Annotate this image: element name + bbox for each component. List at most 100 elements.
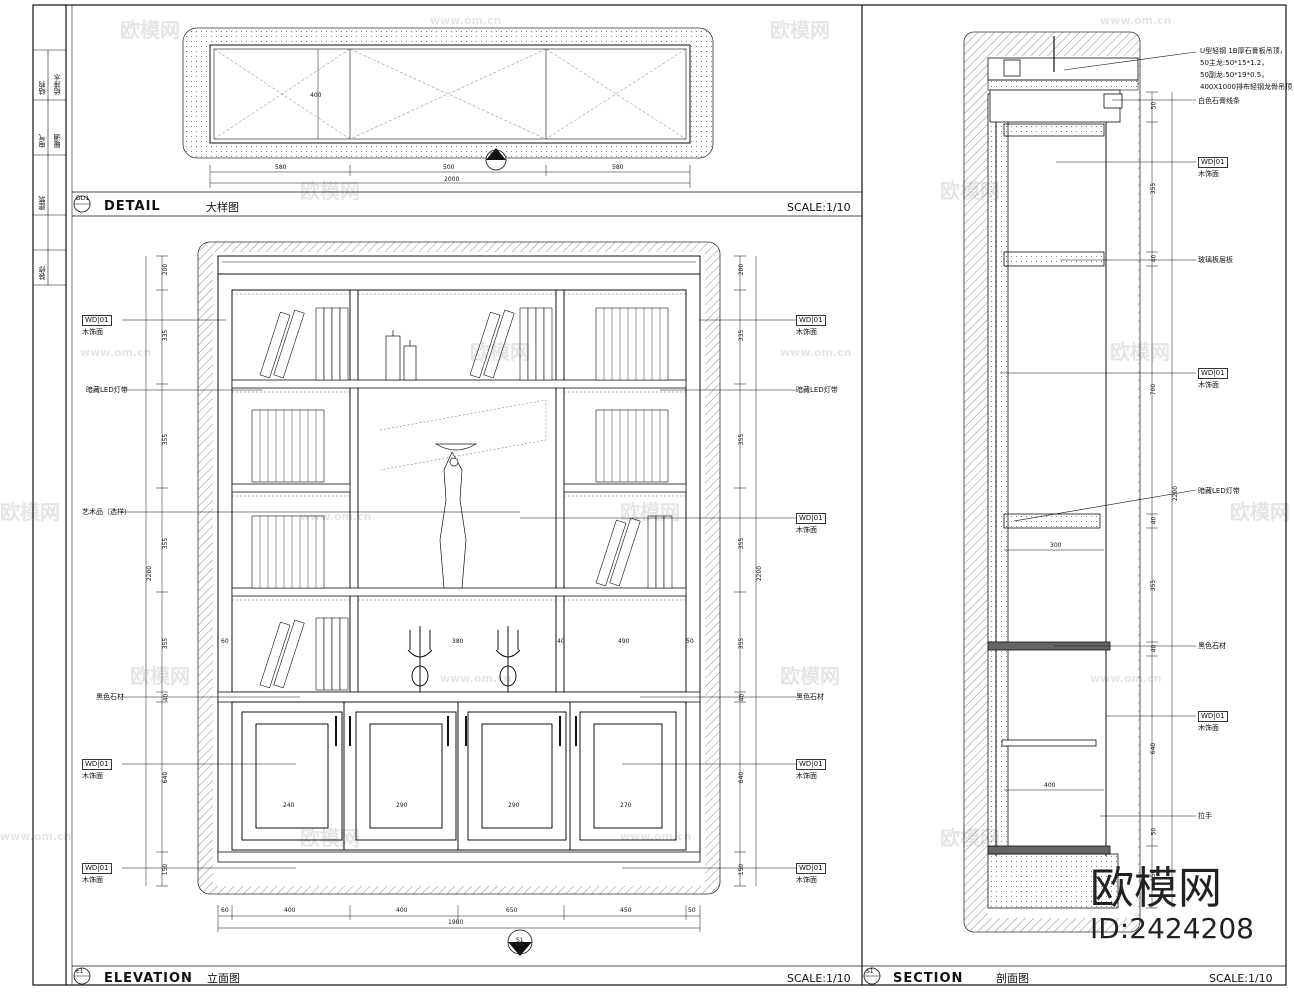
elev-label-l6: 木饰面 bbox=[82, 876, 103, 884]
elev-label-l5: 木饰面 bbox=[82, 772, 103, 780]
elev-tag-r1: WD|01 bbox=[796, 315, 826, 326]
elev-dim-r1: 200 bbox=[738, 263, 746, 276]
elev-tag-l5: WD|01 bbox=[82, 759, 112, 770]
tag-code: WD bbox=[799, 316, 812, 324]
elev-tag-r3: WD|01 bbox=[796, 513, 826, 524]
elev-label-l4: 黑色石材 bbox=[96, 693, 124, 701]
elev-dim-l2: 335 bbox=[162, 329, 170, 342]
tag-num: 01 bbox=[99, 760, 109, 768]
section-code: S1 bbox=[866, 968, 874, 975]
sidebar-cell-2: 给排水 bbox=[53, 74, 61, 95]
tag-code: WD bbox=[1201, 712, 1214, 720]
elevation-title-cn: 立面图 bbox=[207, 972, 240, 985]
section-note-3: 50副龙:50*19*0.5， bbox=[1200, 71, 1269, 79]
section-scale: SCALE:1/10 bbox=[1209, 972, 1273, 985]
tag-code: WD bbox=[799, 760, 812, 768]
brand-logo-text: 欧模网 bbox=[1090, 863, 1222, 914]
detail-dim-side: 400 bbox=[310, 92, 322, 99]
elev-inner-dim-3: 40 bbox=[557, 638, 565, 645]
sidebar-table bbox=[33, 49, 66, 286]
tag-code: WD bbox=[85, 760, 98, 768]
elev-dim-b2: 400 bbox=[284, 907, 296, 914]
elev-dim-l1: 200 bbox=[162, 263, 170, 276]
section-title-cn: 剖面图 bbox=[996, 972, 1029, 985]
section-label-7: 木饰面 bbox=[1198, 724, 1219, 732]
detail-dim-2: 500 bbox=[443, 164, 455, 171]
elev-dim-b1: 60 bbox=[221, 907, 229, 914]
elevation-code: E1 bbox=[76, 968, 84, 975]
tag-num: 01 bbox=[813, 760, 823, 768]
detail-scale: SCALE:1/10 bbox=[787, 201, 851, 214]
detail-dim-total: 2000 bbox=[444, 176, 460, 183]
sec-dim-8: 640 bbox=[1150, 742, 1158, 755]
section-label-3: 玻璃板层板 bbox=[1198, 256, 1233, 264]
tag-num: 01 bbox=[813, 864, 823, 872]
sidebar-cell-6: 装修 bbox=[38, 266, 46, 280]
sec-dim-5: 40 bbox=[1150, 516, 1158, 525]
tag-num: 01 bbox=[1215, 158, 1225, 166]
elev-door-dim-3: 290 bbox=[508, 802, 520, 809]
tag-num: 01 bbox=[813, 514, 823, 522]
elev-dim-b6: 50 bbox=[688, 907, 696, 914]
sidebar-cell-3: 电气 bbox=[38, 134, 46, 148]
sidebar-cell-5: 建筑 bbox=[38, 196, 46, 210]
tag-num: 01 bbox=[99, 316, 109, 324]
elev-dim-l5: 355 bbox=[162, 637, 170, 650]
elev-label-r4: 黑色石材 bbox=[796, 693, 824, 701]
section-tag-7: WD|01 bbox=[1198, 711, 1228, 722]
detail-plan bbox=[182, 27, 714, 188]
elev-dim-r3: 355 bbox=[738, 433, 746, 446]
elev-label-r1: 木饰面 bbox=[796, 328, 817, 336]
sec-dim-1: 50 bbox=[1150, 101, 1158, 110]
detail-marker: E1 bbox=[490, 152, 498, 159]
elev-label-l1: 木饰面 bbox=[82, 328, 103, 336]
section-label-1: 白色石膏线条 bbox=[1198, 97, 1240, 105]
elev-tag-l1: WD|01 bbox=[82, 315, 112, 326]
elev-label-l2: 暗藏LED灯带 bbox=[86, 386, 128, 394]
section-title-en: SECTION bbox=[893, 971, 964, 986]
section-label-5: 暗藏LED灯带 bbox=[1198, 487, 1240, 495]
detail-title-en: DETAIL bbox=[104, 199, 161, 214]
elev-dim-l7: 640 bbox=[162, 771, 170, 784]
elev-dim-l8: 150 bbox=[162, 863, 170, 876]
section-label-4: 木饰面 bbox=[1198, 381, 1219, 389]
section-tag-2: WD|01 bbox=[1198, 157, 1228, 168]
elev-inner-dim-5: 50 bbox=[686, 638, 694, 645]
section-note-2: 50主龙:50*15*1.2， bbox=[1200, 59, 1269, 67]
section-label-6: 黑色石材 bbox=[1198, 642, 1226, 650]
elev-dim-l6: 40 bbox=[162, 693, 170, 702]
elev-dim-r7: 640 bbox=[738, 771, 746, 784]
elevation-title-en: ELEVATION bbox=[104, 971, 193, 986]
brand-id: ID:2424208 bbox=[1090, 912, 1254, 945]
elev-tag-l6: WD|01 bbox=[82, 863, 112, 874]
sidebar-cell-1: 结构 bbox=[38, 81, 46, 95]
elev-label-r6: 木饰面 bbox=[796, 876, 817, 884]
tag-code: WD bbox=[85, 316, 98, 324]
sec-dim-shelf: 300 bbox=[1050, 542, 1062, 549]
elev-inner-dim-1: 60 bbox=[221, 638, 229, 645]
section-tag-4: WD|01 bbox=[1198, 368, 1228, 379]
sec-dim-base: 400 bbox=[1044, 782, 1056, 789]
tag-code: WD bbox=[85, 864, 98, 872]
elev-dim-b3: 400 bbox=[396, 907, 408, 914]
elev-dim-l4: 355 bbox=[162, 537, 170, 550]
tag-code: WD bbox=[1201, 158, 1214, 166]
elev-label-l3: 艺术品（选样） bbox=[82, 508, 131, 516]
elev-dim-r4: 355 bbox=[738, 537, 746, 550]
elev-dim-b4: 650 bbox=[506, 907, 518, 914]
elev-door-dim-2: 290 bbox=[396, 802, 408, 809]
detail-code: DD1 bbox=[76, 195, 90, 202]
elev-tag-r5: WD|01 bbox=[796, 759, 826, 770]
sec-dim-2: 355 bbox=[1150, 182, 1158, 195]
elev-inner-dim-4: 490 bbox=[618, 638, 630, 645]
elev-dim-r8: 150 bbox=[738, 863, 746, 876]
sheet-border bbox=[32, 4, 1287, 986]
tag-num: 01 bbox=[99, 864, 109, 872]
elev-dim-r2: 335 bbox=[738, 329, 746, 342]
sec-dim-6: 355 bbox=[1150, 579, 1158, 592]
section-drawing bbox=[963, 31, 1197, 933]
elev-label-r5: 木饰面 bbox=[796, 772, 817, 780]
section-note-1: U型轻钢 1B厚石膏板吊顶， bbox=[1200, 47, 1287, 55]
